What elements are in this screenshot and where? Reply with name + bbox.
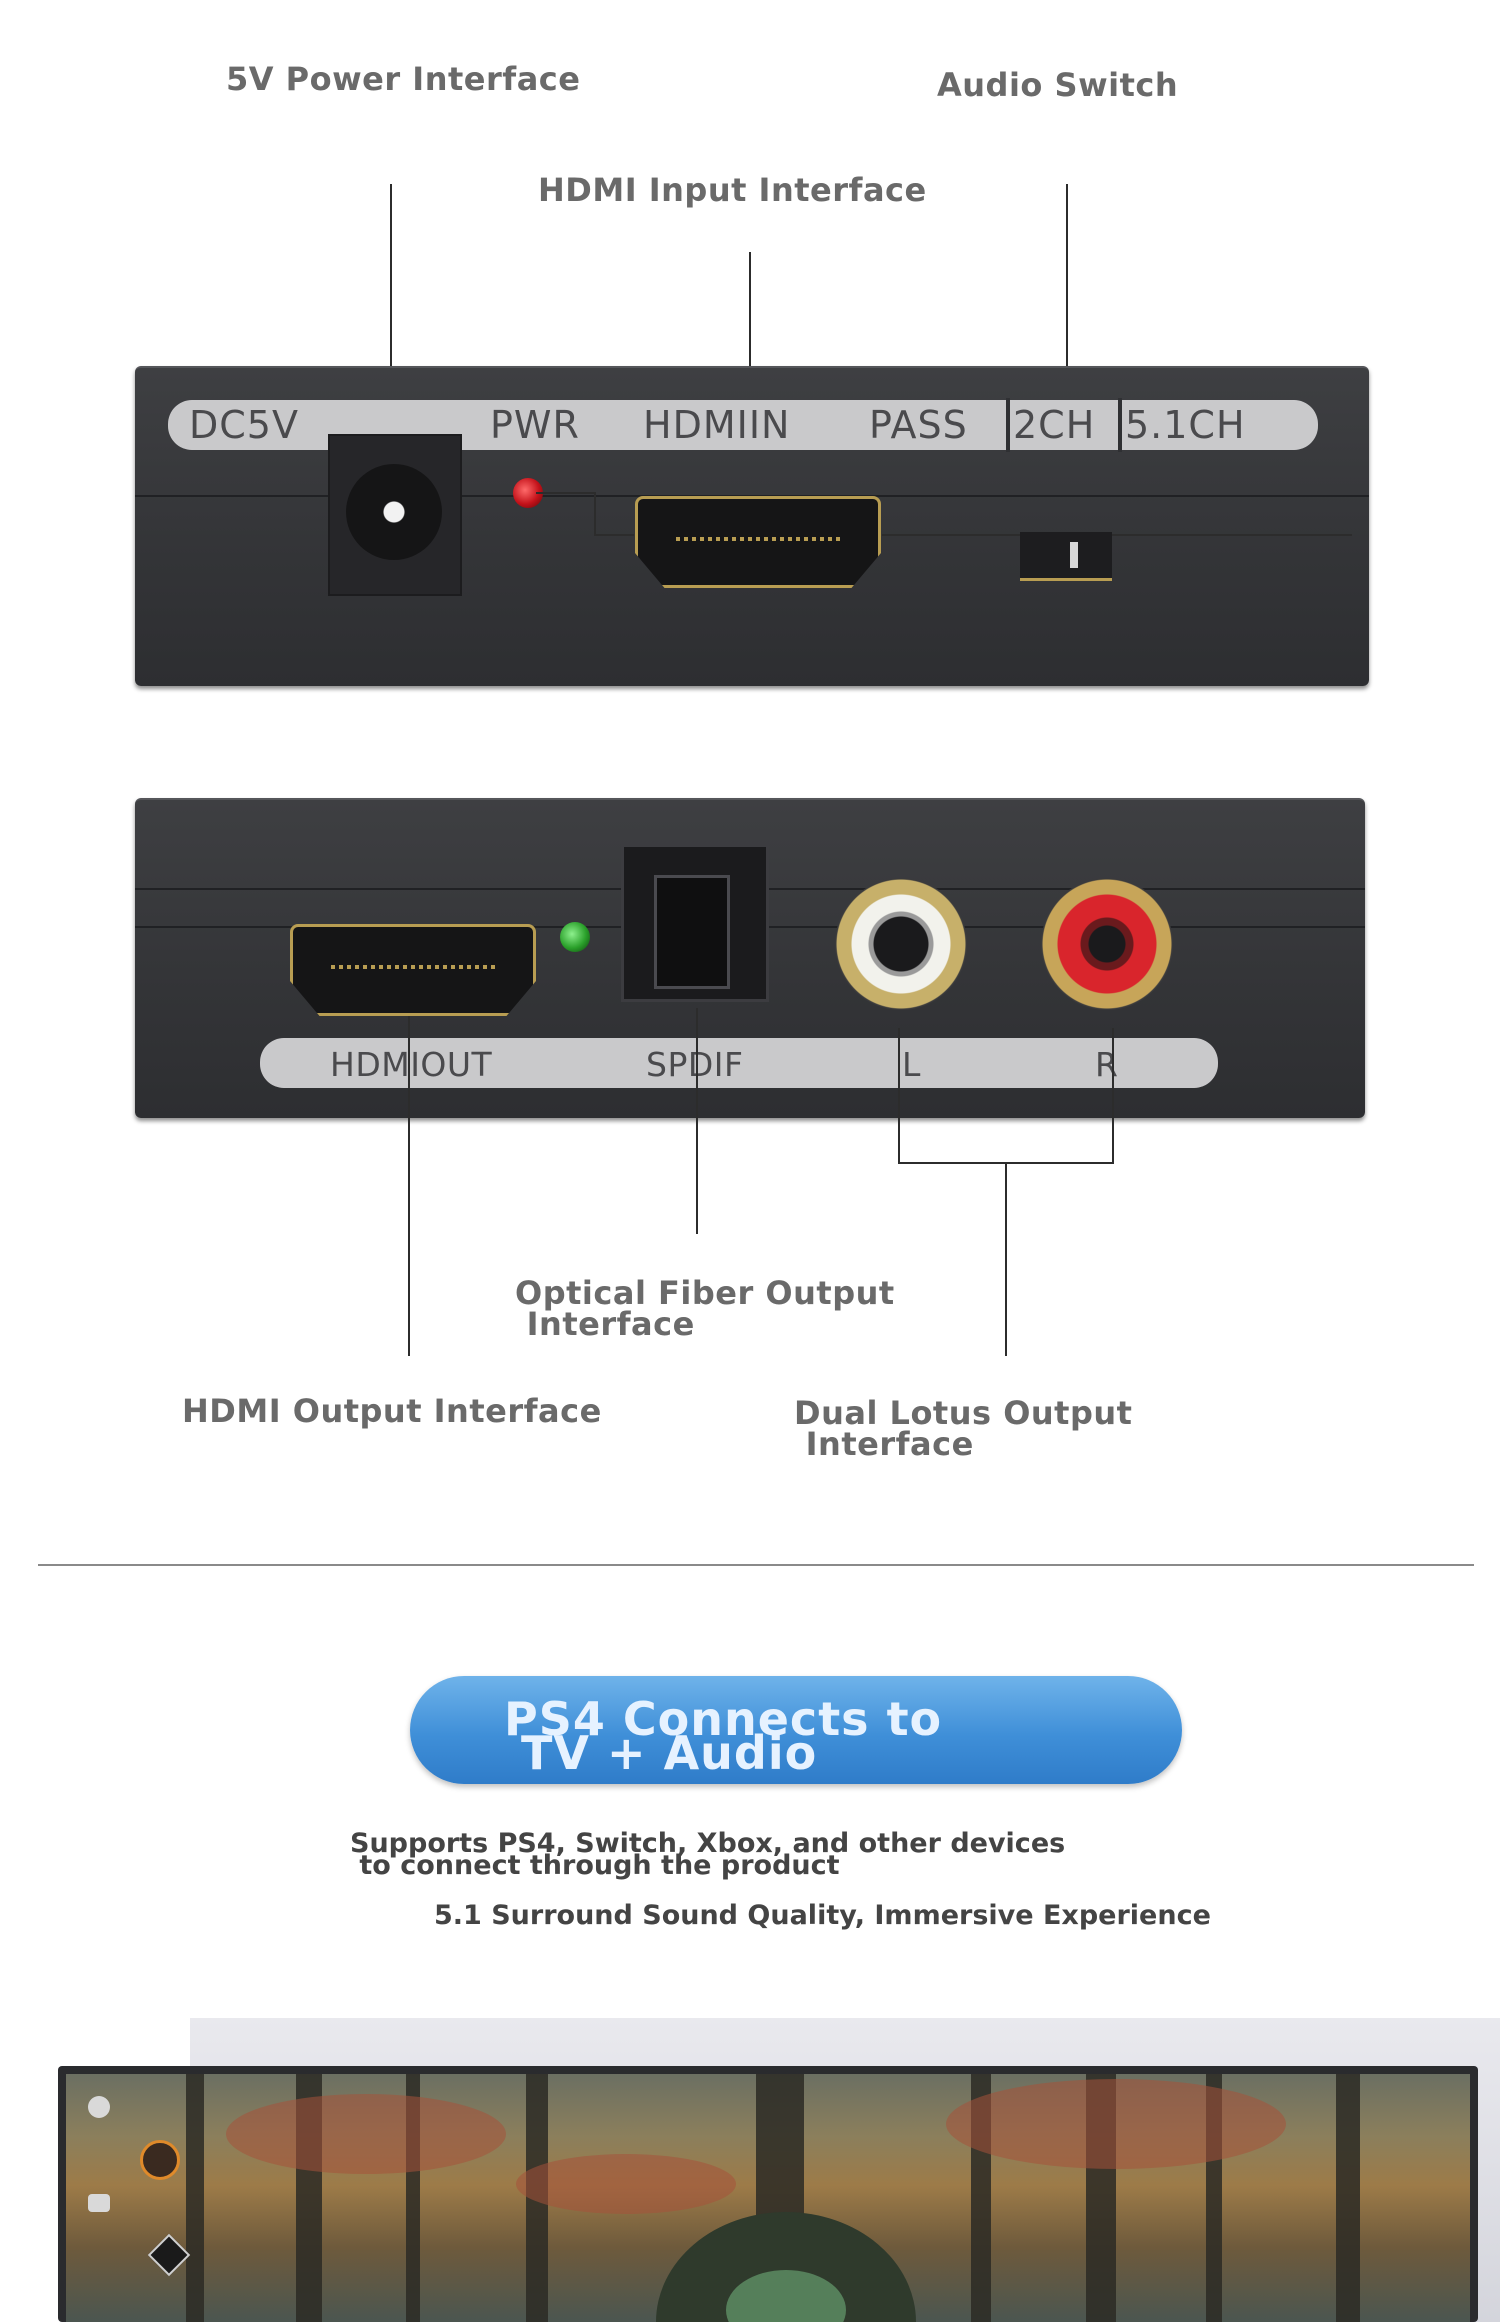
hdmiout-label: HDMIOUT xyxy=(330,1045,493,1084)
optical-output-callout: Optical Fiber Output Interface xyxy=(515,1274,895,1343)
television xyxy=(58,2066,1478,2322)
dc5v-label: DC5V xyxy=(189,403,299,447)
trace-line xyxy=(594,534,634,536)
hud-settings-icon xyxy=(88,2096,110,2118)
hdmi-output-callout: HDMI Output Interface xyxy=(182,1392,602,1430)
converter-rear-panel: HDMIOUT SPDIF L R xyxy=(135,798,1365,1118)
power-interface-callout: 5V Power Interface xyxy=(226,60,581,98)
power-leader-line xyxy=(390,184,392,496)
rca-right-output[interactable] xyxy=(1041,878,1173,1010)
switch-knob xyxy=(1070,542,1078,568)
rear-label-strip xyxy=(260,1038,1218,1088)
surround-sound-text: 5.1 Surround Sound Quality, Immersive Ex… xyxy=(434,1900,1211,1931)
right-channel-label: R xyxy=(1095,1045,1119,1084)
pass-label: PASS xyxy=(869,403,968,447)
status-led xyxy=(560,922,590,952)
hud-ability-icon xyxy=(140,2140,180,2180)
trace-line xyxy=(882,534,1352,536)
left-channel-label: L xyxy=(902,1045,921,1084)
spdif-label: SPDIF xyxy=(646,1045,744,1084)
hdmi-input-port[interactable] xyxy=(635,496,881,588)
game-screen-image xyxy=(66,2074,1470,2322)
hdmi-output-port[interactable] xyxy=(290,924,536,1016)
hdmi-input-leader-line xyxy=(749,252,751,478)
switch-divider xyxy=(1006,398,1010,452)
trace-line xyxy=(536,492,596,494)
hud-book-icon xyxy=(88,2194,110,2212)
hdmi-output-leader-line xyxy=(408,1016,410,1356)
rca-left-leader-line xyxy=(898,1028,900,1164)
audio-mode-switch[interactable] xyxy=(1020,532,1112,581)
pwr-label: PWR xyxy=(490,403,580,447)
dc-power-jack[interactable] xyxy=(328,434,462,596)
hdmiin-label: HDMIIN xyxy=(643,403,791,447)
hdmi-pins xyxy=(676,536,840,541)
ps4-headline-text: PS4 Connects to TV + Audio xyxy=(504,1692,943,1780)
rca-left-output[interactable] xyxy=(835,878,967,1010)
dual-lotus-callout: Dual Lotus Output Interface xyxy=(794,1394,1133,1463)
audio-switch-callout: Audio Switch xyxy=(937,66,1179,104)
forest-scene xyxy=(186,2074,1360,2322)
audio-switch-leader-line xyxy=(1066,184,1068,518)
section-divider xyxy=(38,1564,1474,1566)
ps4-headline-banner: PS4 Connects to TV + Audio xyxy=(410,1676,1182,1784)
optical-leader-line xyxy=(696,1008,698,1234)
dual-lotus-leader-line xyxy=(1005,1162,1007,1356)
switch-divider xyxy=(1118,398,1122,452)
dc-jack-socket xyxy=(346,464,442,560)
trace-line xyxy=(594,492,596,536)
rca-right-leader-line xyxy=(1112,1028,1114,1164)
optical-socket xyxy=(654,875,730,989)
converter-front-panel: DC5V PWR HDMIIN PASS 2CH 5.1CH xyxy=(135,366,1369,686)
2ch-label: 2CH xyxy=(1013,403,1096,447)
compatibility-text: Supports PS4, Switch, Xbox, and other de… xyxy=(350,1828,1066,1881)
hdmi-pins xyxy=(331,964,495,969)
hdmi-input-callout: HDMI Input Interface xyxy=(538,171,927,209)
5-1ch-label: 5.1CH xyxy=(1125,403,1246,447)
optical-output-port[interactable] xyxy=(621,844,769,1002)
